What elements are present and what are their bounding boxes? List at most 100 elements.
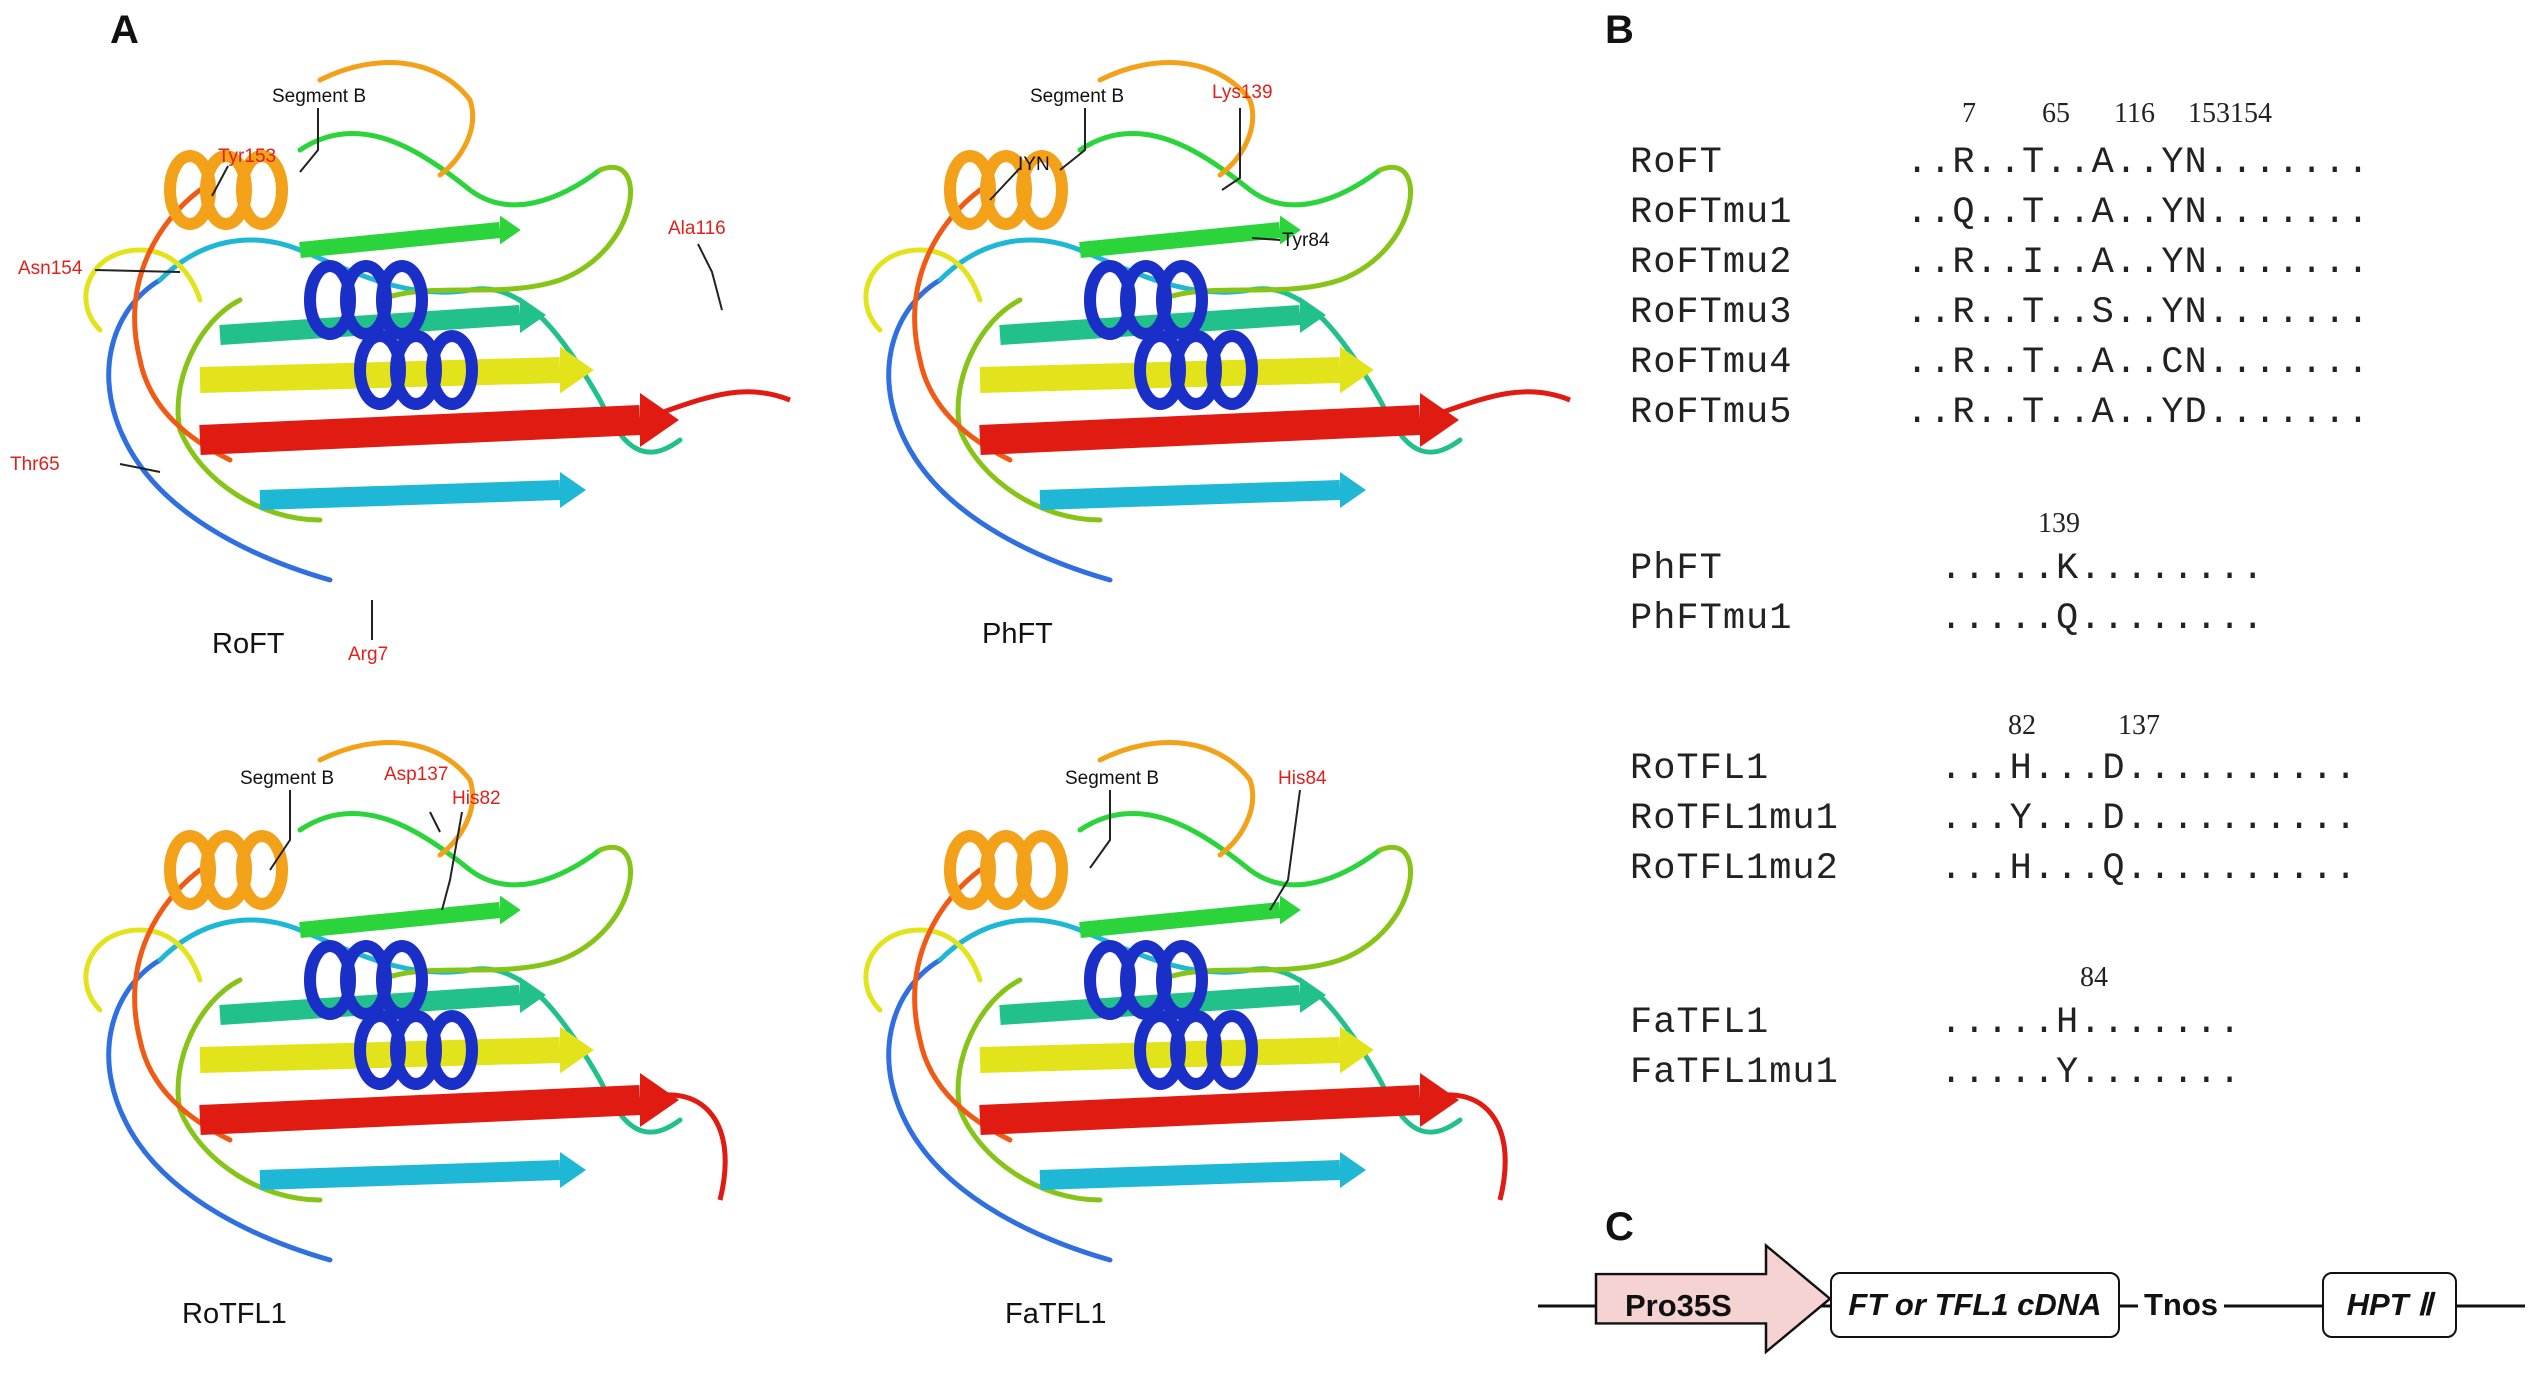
structure-label-rotfl1: RoTFL1 [182, 1298, 287, 1330]
ribbon-loop [1097, 60, 1256, 178]
beta-strand [299, 902, 501, 938]
beta-strand [979, 405, 1421, 455]
sequence-name: FaTFL1mu1 [1630, 1052, 1839, 1094]
strand-arrowhead [500, 895, 521, 925]
ribbon-loop [886, 957, 1113, 1263]
sequence-residues: .....H....... [1940, 1002, 2242, 1044]
position-label: 153154 [2188, 98, 2272, 129]
ribbon-loop [467, 286, 683, 455]
position-label: 137 [2118, 710, 2160, 741]
beta-strand [979, 1037, 1341, 1073]
ribbon-loop [1247, 966, 1463, 1135]
sequence-residues: .....K........ [1940, 548, 2265, 590]
sequence-name: RoTFL1mu1 [1630, 798, 1839, 840]
ribbon-loop [317, 740, 476, 858]
ribbon-loop [106, 277, 333, 583]
strand-arrowhead [1340, 1026, 1374, 1074]
beta-strand [1039, 1160, 1341, 1190]
alpha-helix-turn [236, 150, 288, 230]
strand-arrowhead [560, 1152, 586, 1188]
structure-label-roft: RoFT [212, 628, 285, 660]
ribbon-loop [863, 927, 983, 1013]
panel-a-letter: A [110, 8, 139, 52]
annotation-asn154: Asn154 [18, 258, 83, 279]
ribbon-loop [1097, 740, 1256, 858]
beta-strand [299, 222, 501, 258]
sequence-name: RoFT [1630, 142, 1723, 184]
structure-panel: RoFT PhFT RoTFL1 FaTFL1 Segment B Tyr153… [10, 60, 1571, 1330]
beta-strand [1079, 222, 1281, 258]
ribbon-loop [1077, 811, 1383, 888]
c-terminal-tail [1419, 1092, 1508, 1201]
beta-strand [979, 1085, 1421, 1135]
ribbon-loop [467, 966, 683, 1135]
beta-strand [1079, 902, 1281, 938]
beta-strand [1039, 480, 1341, 510]
sequence-name: RoFTmu2 [1630, 242, 1793, 284]
sequence-residues: ...H...D.......... [1940, 748, 2358, 790]
ribbon-rotfl1 [83, 740, 728, 1263]
beta-strand [199, 1037, 561, 1073]
beta-strand [259, 1160, 561, 1190]
strand-arrowhead [1340, 1152, 1366, 1188]
strand-arrowhead [1340, 472, 1366, 508]
position-label: 7 [1962, 98, 1976, 129]
sequence-name: RoTFL1 [1630, 748, 1770, 790]
beta-strand [219, 985, 521, 1025]
annotation-his82: His82 [452, 788, 501, 809]
beta-strand [199, 1085, 641, 1135]
sequence-name: RoFTmu1 [1630, 192, 1793, 234]
alpha-helix-turn [1016, 150, 1068, 230]
annotation-lys139: Lys139 [1212, 82, 1273, 103]
beta-strand [199, 405, 641, 455]
ribbon-loop [912, 867, 1013, 1143]
terminator-label: Tnos [2138, 1287, 2225, 1323]
ribbon-loop [1157, 165, 1413, 303]
strand-arrowhead [640, 393, 679, 447]
alpha-helix-turn [1206, 330, 1258, 410]
position-label: 116 [2114, 98, 2155, 129]
strand-arrowhead [1340, 346, 1374, 394]
sequence-residues: .....Y....... [1940, 1052, 2242, 1094]
alpha-helix-turn [376, 940, 428, 1020]
alpha-helix-turn [426, 330, 478, 410]
ribbon-loop [83, 927, 203, 1013]
beta-strand [219, 305, 521, 345]
sequence-residues: ..R..I..A..YN....... [1906, 242, 2371, 284]
promoter-label: Pro35S [1625, 1288, 1732, 1323]
alpha-helix-turn [426, 1010, 478, 1090]
annotation-ala116: Ala116 [668, 218, 726, 239]
position-label: 139 [2038, 508, 2080, 539]
alignment-panel: 7 65 116 153154 RoFT ..R..T..A..YN......… [1620, 0, 2533, 1150]
annotation-his84: His84 [1278, 768, 1327, 789]
ribbon-loop [377, 165, 633, 303]
ribbon-loop [1157, 845, 1413, 983]
annotation-segment-b: Segment B [272, 86, 366, 107]
sequence-residues: ..R..T..S..YN....... [1906, 292, 2371, 334]
panel-c-letter: C [1605, 1205, 1634, 1249]
ribbon-loop [132, 867, 233, 1143]
sequence-name: FaTFL1 [1630, 1002, 1770, 1044]
c-terminal-tail [639, 389, 791, 423]
ribbon-phft [863, 60, 1571, 583]
ribbon-loop [297, 131, 603, 208]
ribbon-drawings [83, 60, 1571, 1263]
alpha-helix-turn [236, 830, 288, 910]
ribbon-loop [317, 60, 476, 178]
ribbon-loop [132, 187, 233, 463]
promoter-arrow-shape [1594, 1242, 1832, 1355]
ribbon-loop [297, 811, 603, 888]
strand-arrowhead [640, 1073, 679, 1127]
marker-box: HPT Ⅱ [2322, 1272, 2457, 1338]
position-label: 84 [2080, 962, 2108, 993]
annotation-thr65: Thr65 [10, 454, 60, 475]
strand-arrowhead [1280, 215, 1301, 245]
structure-label-phft: PhFT [982, 618, 1053, 650]
ribbon-loop [1247, 286, 1463, 455]
ribbon-loop [377, 845, 633, 983]
sequence-residues: ..R..T..A..YN....... [1906, 142, 2371, 184]
strand-arrowhead [560, 1026, 594, 1074]
ribbon-loop [863, 247, 983, 333]
sequence-name: RoFTmu3 [1630, 292, 1793, 334]
beta-strand [999, 305, 1301, 345]
